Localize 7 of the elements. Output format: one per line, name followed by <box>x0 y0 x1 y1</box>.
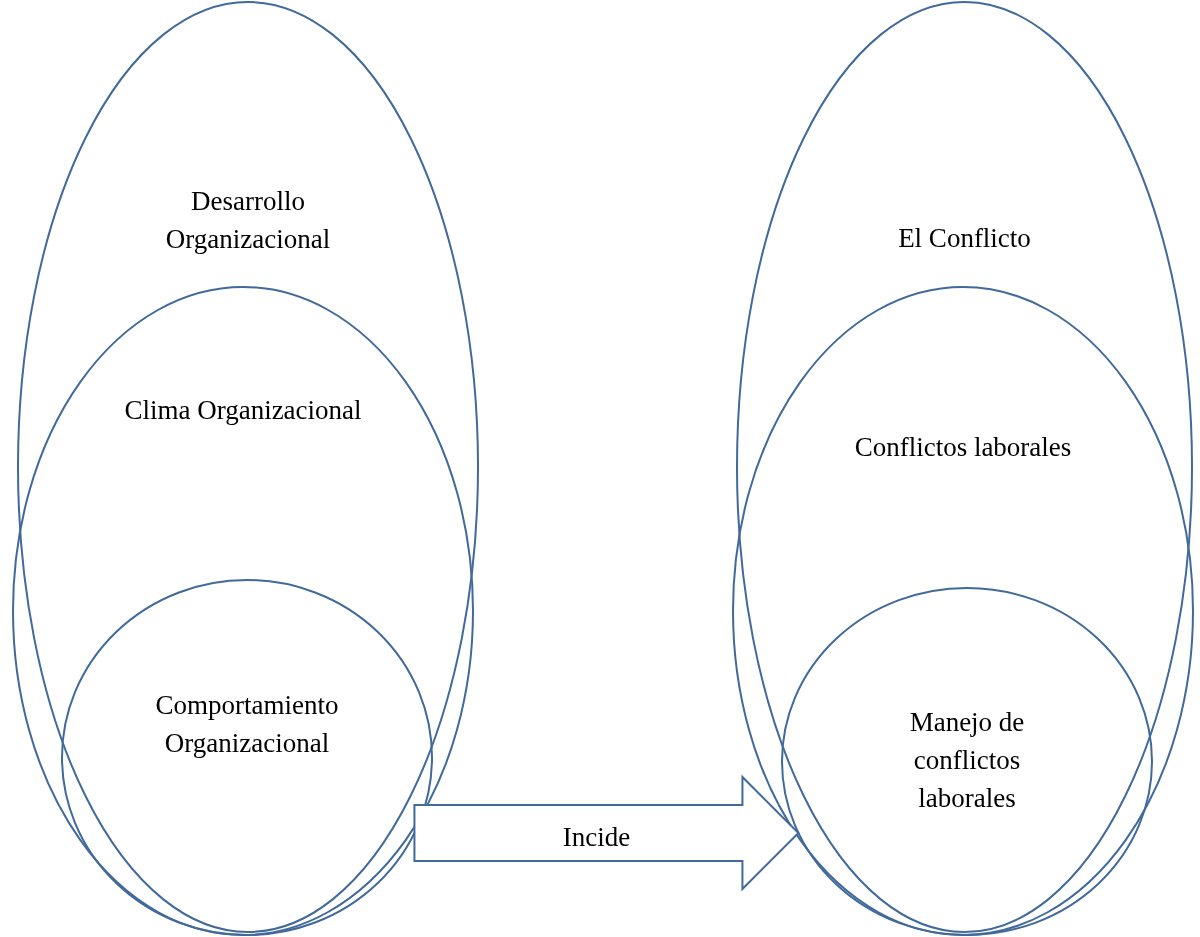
node-label: El Conflicto <box>897 222 1032 255</box>
node-label: Manejo de conflictos laborales <box>908 706 1026 815</box>
node-label: Comportamiento Organizacional <box>154 689 340 760</box>
block-arrow <box>413 774 800 892</box>
node-label: Conflictos laborales <box>853 431 1073 464</box>
node-label: Clima Organizacional <box>123 394 363 427</box>
node-label: Desarrollo Organizacional <box>164 185 332 256</box>
